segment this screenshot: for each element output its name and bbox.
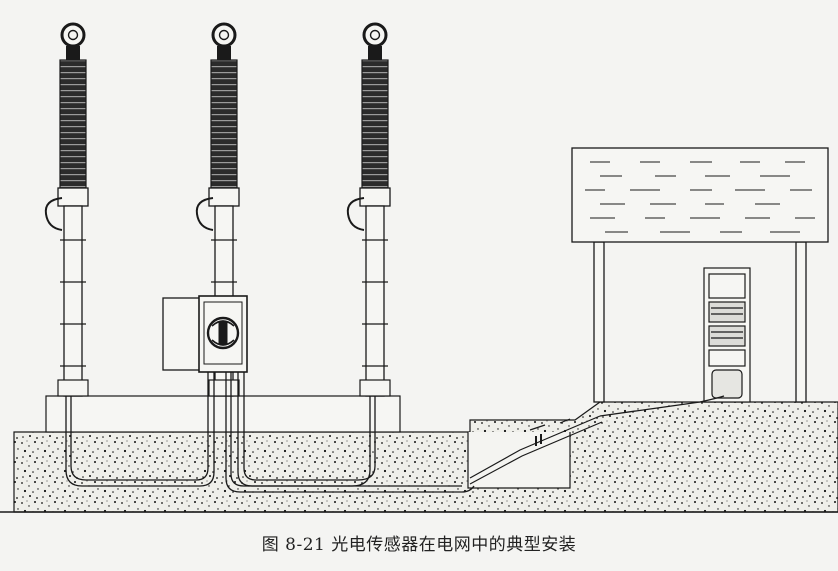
control-room-building [571,147,829,403]
cable-to-cabinet [599,395,725,417]
sensor-junction-box [162,295,248,373]
cable-trench [467,415,603,489]
control-cabinet [703,267,751,403]
insulator-column-left [44,22,89,397]
fiber-cables [65,372,542,493]
foundation-slab [45,395,401,433]
insulator-column-right [346,22,391,397]
figure-caption: 图 8-21 光电传感器在电网中的典型安装 [261,535,577,555]
